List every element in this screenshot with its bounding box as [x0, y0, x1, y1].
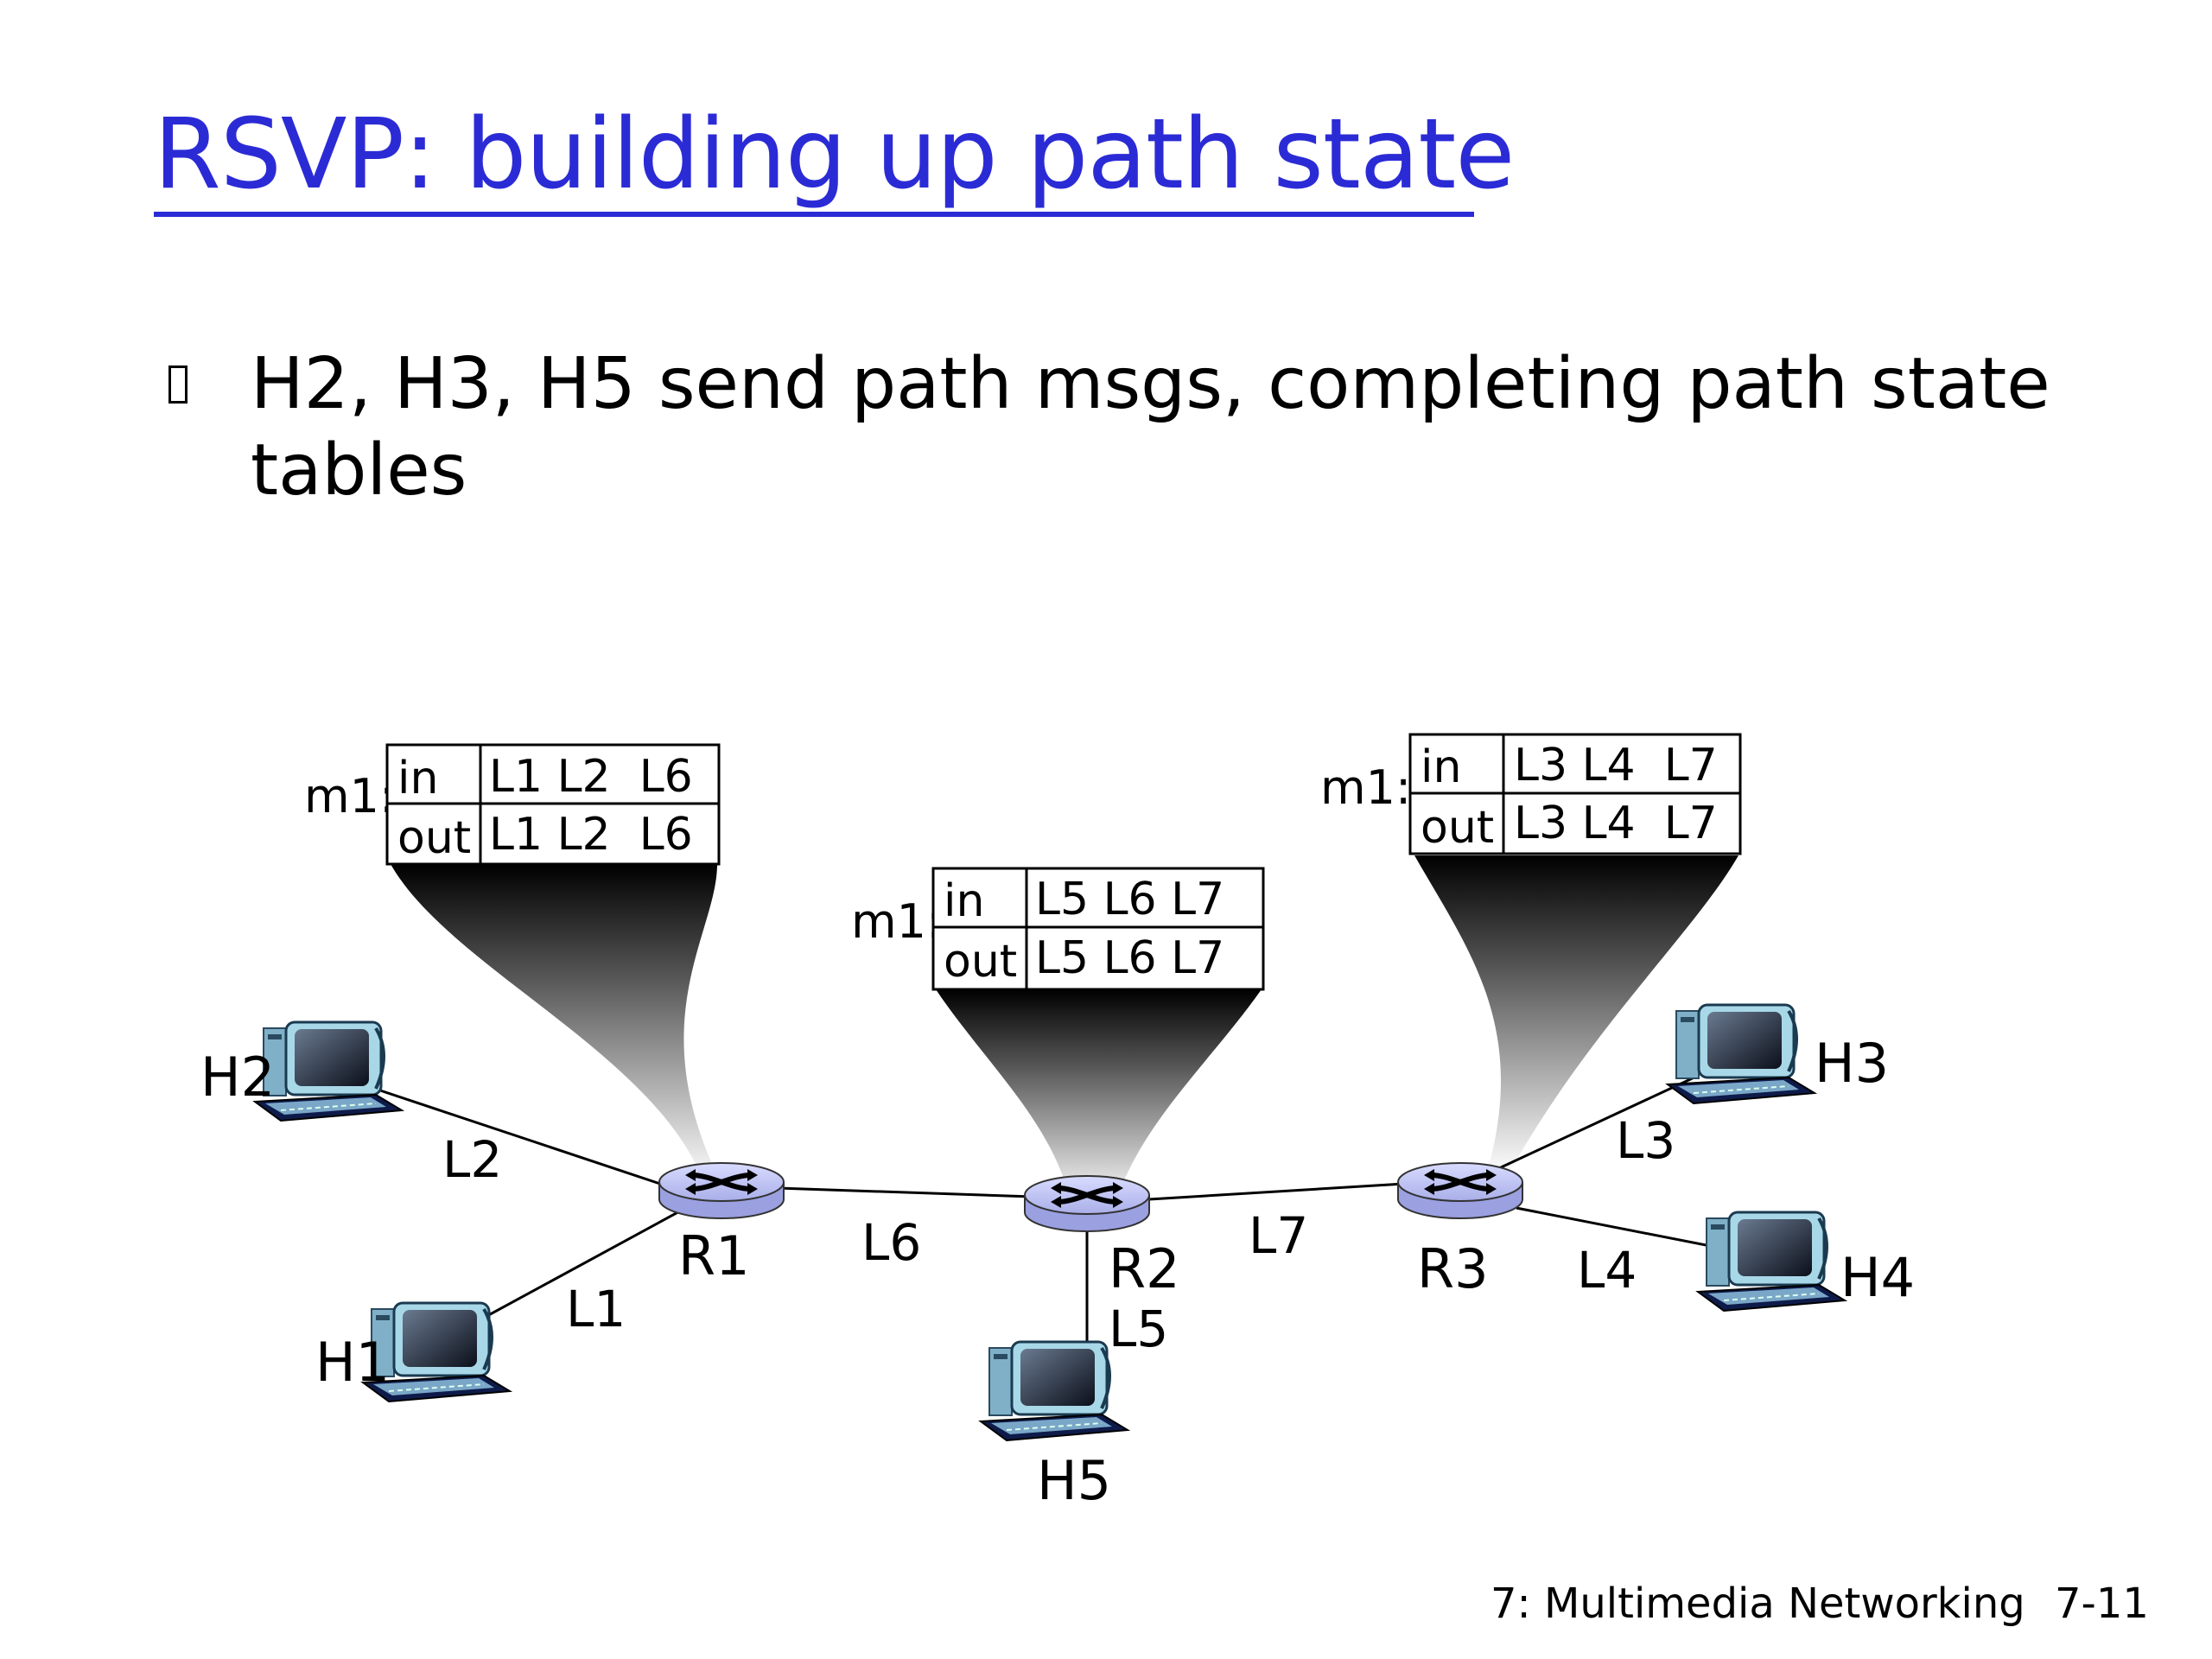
host-h2-icon [253, 1020, 404, 1122]
link-l7 [1148, 1182, 1405, 1201]
host-label-h2: H2 [200, 1046, 275, 1109]
link-label-l6: L6 [861, 1213, 921, 1272]
link-label-l5: L5 [1109, 1300, 1168, 1358]
table-r1-label: m1: [304, 769, 395, 823]
link-l6 [777, 1186, 1033, 1198]
router-label-r1: R1 [678, 1224, 750, 1287]
host-label-h3: H3 [1815, 1032, 1889, 1095]
table-r2-out-value: L5 L6 L7 [1035, 932, 1224, 984]
host-label-h4: H4 [1840, 1246, 1915, 1309]
table-r3-label: m1: [1320, 760, 1411, 815]
table-r1-in-label: in [397, 753, 438, 804]
link-l2 [379, 1089, 666, 1187]
table-r1-out-label: out [397, 812, 471, 864]
host-h3-icon [1666, 1003, 1816, 1105]
path-state-table-r1: m1: in L1 L2 L6 out L1 L2 L6 [304, 743, 721, 866]
bullet-text: H2, H3, H5 send path msgs, completing pa… [251, 343, 2050, 512]
cone-r3 [1414, 855, 1738, 1175]
link-label-l3: L3 [1616, 1111, 1675, 1170]
table-r1-in-value: L1 L2 L6 [489, 751, 693, 803]
path-state-table-r2: m1: in L5 L6 L7 out L5 L6 L7 [851, 867, 1265, 991]
link-label-l4: L4 [1577, 1241, 1637, 1300]
table-r2-in-value: L5 L6 L7 [1035, 874, 1224, 925]
footer-page-number: 7-11 [2055, 1580, 2149, 1628]
footer-chapter: 7: Multimedia Networking [1491, 1580, 2025, 1628]
cone-r2 [936, 989, 1262, 1205]
path-state-table-r3: m1: in L3 L4 L7 out L3 L4 L7 [1320, 733, 1742, 855]
table-r3-out-label: out [1421, 802, 1494, 854]
link-label-l2: L2 [442, 1130, 502, 1189]
host-h4-icon [1696, 1211, 1847, 1313]
router-label-r3: R3 [1417, 1237, 1489, 1300]
link-label-l1: L1 [566, 1280, 626, 1338]
table-r3-in-value: L3 L4 L7 [1514, 740, 1718, 791]
table-r3-in-label: in [1421, 741, 1461, 793]
table-r3-out-value: L3 L4 L7 [1514, 798, 1718, 849]
table-r2-out-label: out [944, 936, 1017, 988]
bullet-marker [168, 365, 188, 404]
link-l3 [1498, 1074, 1699, 1170]
host-label-h1: H1 [315, 1331, 390, 1394]
title-underline [154, 212, 1474, 217]
router-label-r2: R2 [1109, 1237, 1180, 1300]
cone-r1 [391, 864, 721, 1184]
table-r2-label: m1: [851, 894, 942, 949]
router-r3-icon [1398, 1163, 1522, 1218]
table-r1-out-value: L1 L2 L6 [489, 809, 693, 861]
link-l4 [1516, 1206, 1733, 1252]
host-h5-icon [979, 1340, 1129, 1442]
table-r2-in-label: in [944, 875, 984, 927]
router-r1-icon [659, 1163, 784, 1218]
link-l1 [483, 1208, 683, 1319]
link-label-l7: L7 [1249, 1206, 1308, 1265]
slide-title: RSVP: building up path state [154, 99, 1515, 211]
host-label-h5: H5 [1037, 1449, 1111, 1512]
router-r2-icon [1025, 1176, 1149, 1231]
